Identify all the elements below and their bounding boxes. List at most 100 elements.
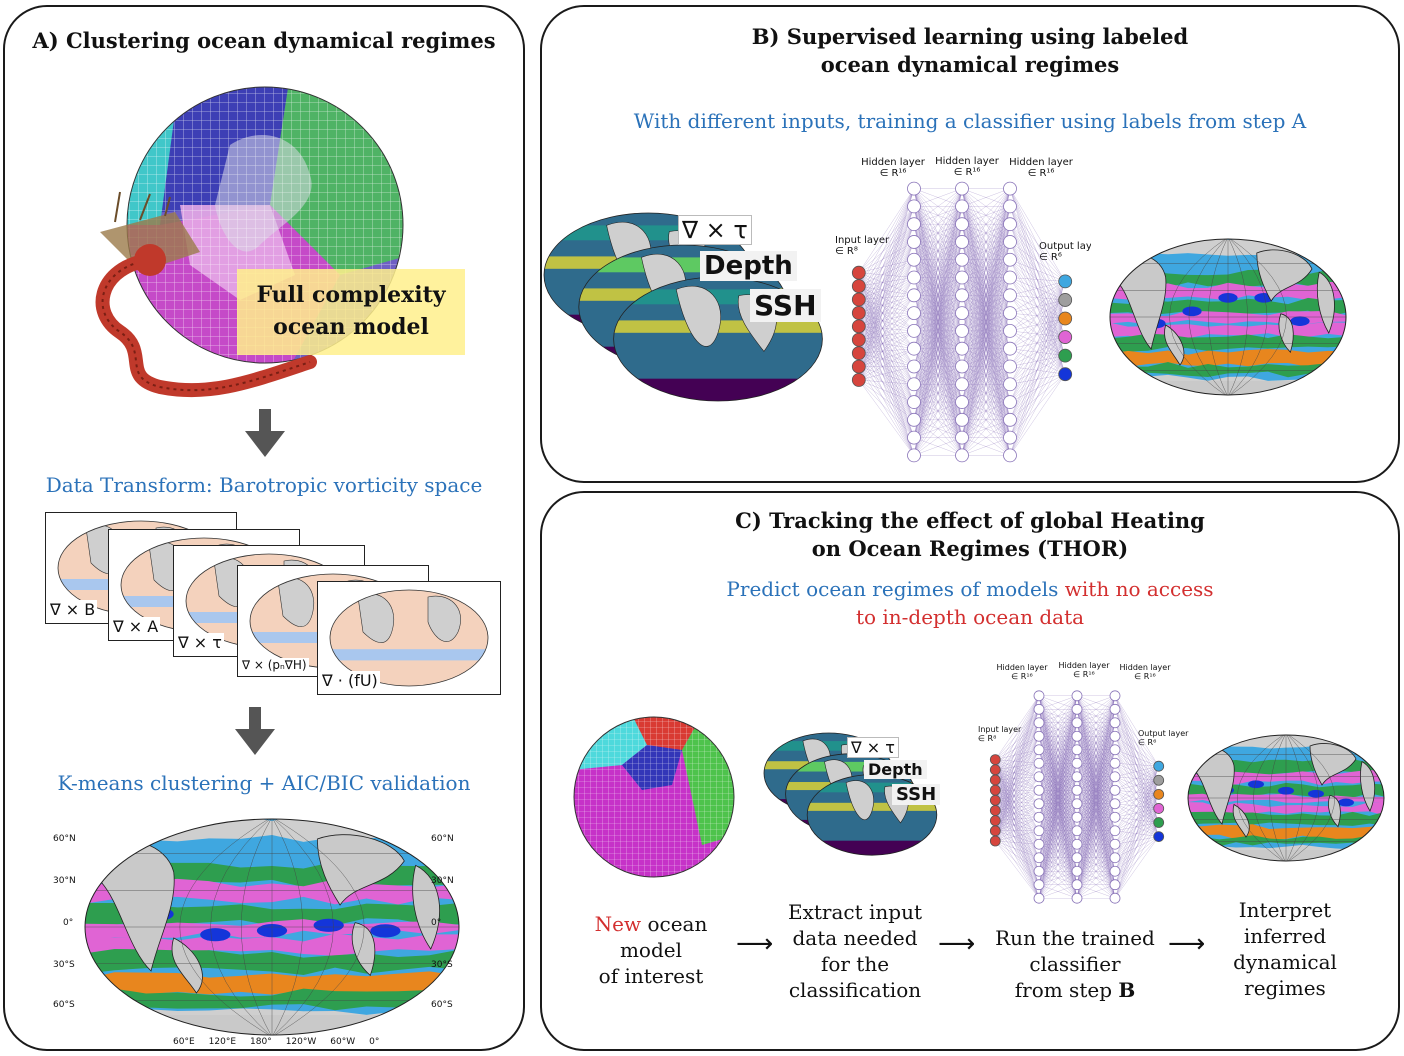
input-node bbox=[851, 359, 866, 374]
output-node bbox=[1058, 293, 1073, 307]
output-node bbox=[1058, 348, 1073, 363]
hidden-node bbox=[1109, 798, 1121, 810]
hidden-layer-label-1: Hidden layer∈ R¹⁶ bbox=[861, 157, 925, 179]
model-label-box: Full complexity ocean model bbox=[237, 269, 465, 355]
hidden-node bbox=[955, 235, 969, 249]
down-arrow-icon bbox=[245, 409, 285, 457]
output-layer-label: Output layer∈ R⁶ bbox=[1039, 241, 1091, 263]
input-node bbox=[851, 373, 866, 387]
input-node bbox=[989, 815, 1001, 827]
hidden-node bbox=[1033, 744, 1045, 756]
hidden-node bbox=[907, 235, 921, 249]
hidden-node bbox=[955, 359, 969, 374]
hidden-node bbox=[1003, 377, 1017, 392]
hidden-node bbox=[1109, 744, 1121, 756]
hidden-node bbox=[1003, 306, 1017, 321]
hidden-node bbox=[907, 323, 921, 338]
hidden-node bbox=[1033, 784, 1045, 796]
term-card: ∇ · (fU) bbox=[317, 581, 501, 695]
hidden-node bbox=[955, 217, 969, 232]
hidden-node bbox=[1003, 270, 1017, 285]
input-node bbox=[989, 774, 1001, 786]
hidden-node bbox=[1071, 838, 1083, 850]
step-extract-input: Extract input data needed for the classi… bbox=[788, 900, 922, 1002]
hidden-node bbox=[1033, 811, 1045, 823]
hidden-node bbox=[1071, 717, 1083, 729]
hidden-node bbox=[1109, 771, 1121, 783]
input-layer-label: Input layer∈ R⁸ bbox=[835, 235, 890, 257]
hidden-node bbox=[907, 199, 921, 214]
hidden-node bbox=[955, 323, 969, 338]
output-node bbox=[1153, 817, 1165, 828]
output-node bbox=[1058, 367, 1073, 382]
hidden-node bbox=[907, 448, 921, 463]
panel-c: C) Tracking the effect of global Heating… bbox=[540, 491, 1400, 1051]
hidden-node bbox=[1071, 852, 1083, 864]
neural-network bbox=[851, 181, 1073, 463]
hidden-node bbox=[955, 448, 969, 463]
hidden-node bbox=[1033, 757, 1045, 769]
right-arrow-icon: ⟶ bbox=[938, 929, 976, 959]
panel-b-title: B) Supervised learning using labeled oce… bbox=[751, 24, 1189, 77]
hidden-node bbox=[1003, 448, 1017, 463]
hidden-node bbox=[1071, 771, 1083, 783]
hidden-node bbox=[1071, 690, 1083, 702]
hidden-node bbox=[1071, 865, 1083, 877]
output-node bbox=[1153, 803, 1165, 814]
step-interpret: Interpret inferred dynamical regimes bbox=[1233, 898, 1337, 1000]
hidden-node bbox=[1003, 430, 1017, 445]
neural-network bbox=[989, 690, 1165, 904]
hidden-node bbox=[1003, 359, 1017, 374]
hidden-node bbox=[907, 288, 921, 303]
hidden-node bbox=[1109, 757, 1121, 769]
hidden-node bbox=[1109, 690, 1121, 702]
hidden-node bbox=[907, 341, 921, 356]
hidden-node bbox=[1109, 784, 1121, 796]
hidden-node bbox=[1033, 852, 1045, 864]
hidden-node bbox=[907, 217, 921, 232]
hidden-node bbox=[1109, 717, 1121, 729]
hidden-node bbox=[1003, 217, 1017, 232]
input-node bbox=[851, 346, 866, 361]
term-label: ∇ × τ bbox=[176, 633, 224, 652]
depth-tag: Depth bbox=[864, 760, 927, 779]
hidden-node bbox=[955, 270, 969, 285]
hidden-node bbox=[1071, 730, 1083, 742]
hidden-node bbox=[955, 288, 969, 303]
hidden-node bbox=[1071, 744, 1083, 756]
ssh-tag: SSH bbox=[750, 289, 821, 322]
hidden-node bbox=[907, 181, 921, 196]
hidden-node bbox=[1109, 730, 1121, 742]
input-node bbox=[989, 754, 1001, 765]
panel-b: B) Supervised learning using labeled oce… bbox=[540, 5, 1400, 483]
term-label: ∇ × (pₙ∇H) bbox=[240, 658, 309, 672]
input-node bbox=[851, 292, 866, 307]
hidden-node bbox=[1109, 811, 1121, 823]
hidden-node bbox=[955, 199, 969, 214]
input-node bbox=[851, 332, 866, 347]
regime-map bbox=[84, 818, 460, 1036]
hidden-node bbox=[1003, 395, 1017, 409]
wind-curl-tag: ∇ × τ bbox=[678, 215, 752, 245]
hidden-node bbox=[1071, 703, 1083, 715]
term-label: ∇ × B bbox=[48, 600, 98, 619]
input-node bbox=[989, 835, 1001, 847]
hidden-node bbox=[1033, 798, 1045, 810]
hidden-node bbox=[955, 395, 969, 409]
panel-a-title: A) Clustering ocean dynamical regimes bbox=[32, 28, 496, 53]
hidden-node bbox=[1109, 892, 1121, 904]
output-node bbox=[1153, 831, 1165, 843]
hidden-node bbox=[1033, 825, 1045, 837]
input-node bbox=[851, 279, 866, 294]
hidden-layer-label-1: Hidden layer∈ R¹⁶ bbox=[996, 663, 1048, 681]
hidden-node bbox=[955, 341, 969, 356]
sea-serpent-icon bbox=[95, 191, 317, 398]
depth-tag: Depth bbox=[700, 251, 797, 281]
hidden-node bbox=[1071, 784, 1083, 796]
output-node bbox=[1058, 274, 1073, 289]
hidden-node bbox=[1109, 865, 1121, 877]
hidden-node bbox=[1003, 199, 1017, 214]
output-regime-map bbox=[1109, 238, 1347, 396]
hidden-node bbox=[1109, 852, 1121, 864]
down-arrow-icon bbox=[235, 707, 275, 755]
